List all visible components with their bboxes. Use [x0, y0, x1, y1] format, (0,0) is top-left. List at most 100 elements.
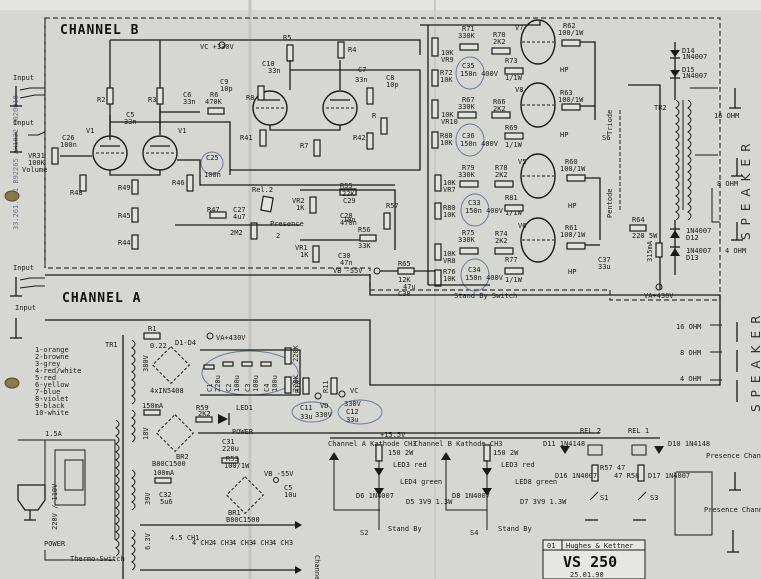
svg-text:2K2: 2K2 — [493, 105, 506, 113]
svg-text:BR1: BR1 — [228, 509, 241, 517]
input-jack-a1[interactable]: Input — [10, 264, 45, 297]
wire-color-legend: 1-orange 2-browne 3-grey 4-red/white 5-r… — [35, 346, 81, 417]
svg-text:1.5A: 1.5A — [45, 430, 63, 438]
power-tube-v6: V6 — [518, 217, 556, 263]
input-jack-b2[interactable]: Input — [10, 119, 46, 153]
channel-a-indicator: Channel A Kathode CH3 150 2W LED3 red LE… — [328, 440, 453, 537]
svg-text:100n: 100n — [204, 171, 221, 179]
input-jack-a2[interactable]: Input — [10, 304, 36, 339]
svg-text:100/1W: 100/1W — [558, 96, 584, 104]
svg-text:Rel.2: Rel.2 — [252, 186, 273, 194]
presence-relay: Rel.2 Presence 2 — [252, 186, 304, 240]
svg-text:Hughes & Kettner: Hughes & Kettner — [566, 542, 633, 550]
svg-text:4 CH3: 4 CH3 — [232, 539, 253, 547]
svg-text:R4: R4 — [348, 46, 356, 54]
svg-text:R59: R59 — [196, 404, 209, 412]
power-tube-v5: V5 — [518, 153, 556, 199]
svg-text:R55: R55 — [340, 182, 353, 190]
triode-label[interactable]: Triode — [606, 110, 614, 135]
channel-b-indicator: Channel B Kathode CH3 150 2W LED3 red LE… — [414, 440, 567, 537]
svg-text:33u: 33u — [598, 263, 611, 271]
svg-text:33n: 33n — [268, 67, 281, 75]
svg-text:R56: R56 — [358, 226, 371, 234]
svg-text:3-grey: 3-grey — [35, 360, 60, 368]
svg-text:R71: R71 — [462, 25, 475, 33]
pentode-label[interactable]: Pentode — [606, 188, 614, 218]
volume-pot[interactable]: VR31 100K Volume — [22, 147, 59, 174]
svg-text:R45: R45 — [118, 212, 131, 220]
svg-text:R57 47: R57 47 — [600, 464, 625, 472]
svg-text:C27: C27 — [233, 206, 246, 214]
svg-text:47 R58: 47 R58 — [614, 472, 639, 480]
input-jack-b1[interactable]: Input — [10, 74, 45, 107]
svg-text:R64: R64 — [632, 216, 645, 224]
svg-text:D1-D4: D1-D4 — [175, 339, 196, 347]
svg-text:220V / 110V: 220V / 110V — [51, 483, 59, 530]
svg-text:R3: R3 — [148, 96, 156, 104]
svg-text:4 CH3: 4 CH3 — [212, 539, 233, 547]
speaker-taps-bottom[interactable]: 16 OHM 8 OHM 4 OHM — [676, 322, 738, 402]
svg-text:Thermo-Switch: Thermo-Switch — [70, 555, 125, 563]
speaker-taps-top[interactable]: 16 OHM 8 OHM 4 OHM — [690, 87, 746, 255]
svg-text:33u: 33u — [346, 416, 359, 424]
svg-text:LED8 green: LED8 green — [515, 478, 557, 486]
hv-rectifier: R10.22 D1-D4 4xIN5408 VA+430V — [143, 325, 246, 395]
svg-text:R73: R73 — [505, 57, 518, 65]
svg-text:R5: R5 — [283, 34, 291, 42]
svg-text:D13: D13 — [686, 254, 699, 262]
svg-text:R6: R6 — [210, 91, 218, 99]
svg-text:R11: R11 — [322, 380, 330, 393]
svg-text:C30: C30 — [338, 252, 351, 260]
presence-channel-b-jack[interactable]: Presence Channel B — [706, 452, 761, 491]
svg-text:25.01.90: 25.01.90 — [570, 571, 604, 579]
svg-text:C9: C9 — [220, 78, 228, 86]
svg-text:C5: C5 — [284, 484, 292, 492]
svg-text:D7 3V9 1.3W: D7 3V9 1.3W — [520, 498, 567, 506]
svg-text:10K: 10K — [443, 211, 456, 219]
svg-text:S1: S1 — [600, 494, 608, 502]
output-transformer: TR2 — [654, 99, 692, 221]
svg-text:V7: V7 — [515, 24, 523, 32]
svg-text:BR2: BR2 — [176, 453, 189, 461]
svg-text:Stand By: Stand By — [498, 525, 532, 533]
svg-text:C32: C32 — [159, 491, 172, 499]
svg-text:D14: D14 — [682, 47, 695, 55]
svg-text:C29: C29 — [343, 197, 356, 205]
svg-text:100u: 100u — [252, 375, 260, 392]
svg-text:C4: C4 — [263, 384, 271, 392]
svg-text:R8: R8 — [246, 94, 254, 102]
power-switch[interactable]: POWER — [44, 540, 115, 561]
svg-text:470n: 470n — [340, 219, 357, 227]
svg-text:10K: 10K — [443, 179, 456, 187]
va-supply-output: VA+430V — [644, 292, 674, 300]
mains-input[interactable]: 1.5A 220V / 110V — [17, 430, 116, 540]
svg-text:8 OHM: 8 OHM — [680, 349, 701, 357]
svg-text:2M2: 2M2 — [230, 229, 243, 237]
svg-text:Channel B: Channel B — [313, 555, 321, 579]
svg-text:22K: 22K — [342, 190, 355, 198]
svg-text:47u: 47u — [403, 283, 416, 291]
standby-switch-label[interactable]: Stand By Switch — [454, 292, 517, 300]
svg-text:S3: S3 — [650, 494, 658, 502]
svg-text:Input: Input — [15, 304, 36, 312]
svg-text:8 OHM: 8 OHM — [717, 180, 738, 188]
svg-text:4u7: 4u7 — [233, 213, 246, 221]
svg-text:R80: R80 — [440, 132, 453, 140]
svg-text:4 OHM: 4 OHM — [680, 375, 701, 383]
svg-text:1/1W: 1/1W — [505, 276, 523, 284]
svg-text:R57: R57 — [386, 202, 399, 210]
document-title: VS 250 — [563, 553, 617, 571]
svg-text:S4: S4 — [470, 529, 478, 537]
svg-text:150n 400V: 150n 400V — [465, 207, 504, 215]
presence-channel-a-jack[interactable]: Presence Channel A — [704, 506, 761, 553]
svg-text:100K: 100K — [28, 159, 46, 167]
svg-text:C25: C25 — [206, 154, 219, 162]
svg-text:1/1W: 1/1W — [505, 141, 523, 149]
svg-text:16 OHM: 16 OHM — [714, 112, 739, 120]
svg-text:D15: D15 — [682, 66, 695, 74]
svg-text:C8: C8 — [386, 74, 394, 82]
svg-text:V8: V8 — [515, 86, 523, 94]
